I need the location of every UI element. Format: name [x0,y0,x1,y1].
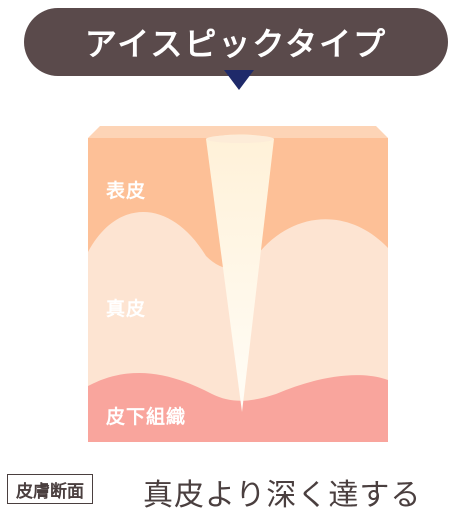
title-text: アイスピックタイプ [84,25,388,63]
needle-opening [206,135,274,143]
caption-tag: 皮膚断面 [7,474,93,504]
skin-top-surface [88,126,388,138]
subcutaneous-layer [88,372,388,442]
label-subcutaneous: 皮下組織 [106,406,187,428]
ice-pick-needle [206,134,274,412]
caption-text: 真皮より深く達する [143,478,422,513]
label-epidermis: 表皮 [106,180,147,202]
label-dermis: 真皮 [106,298,147,320]
pointer-down-icon [224,70,254,90]
title-banner: アイスピックタイプ [24,8,448,76]
